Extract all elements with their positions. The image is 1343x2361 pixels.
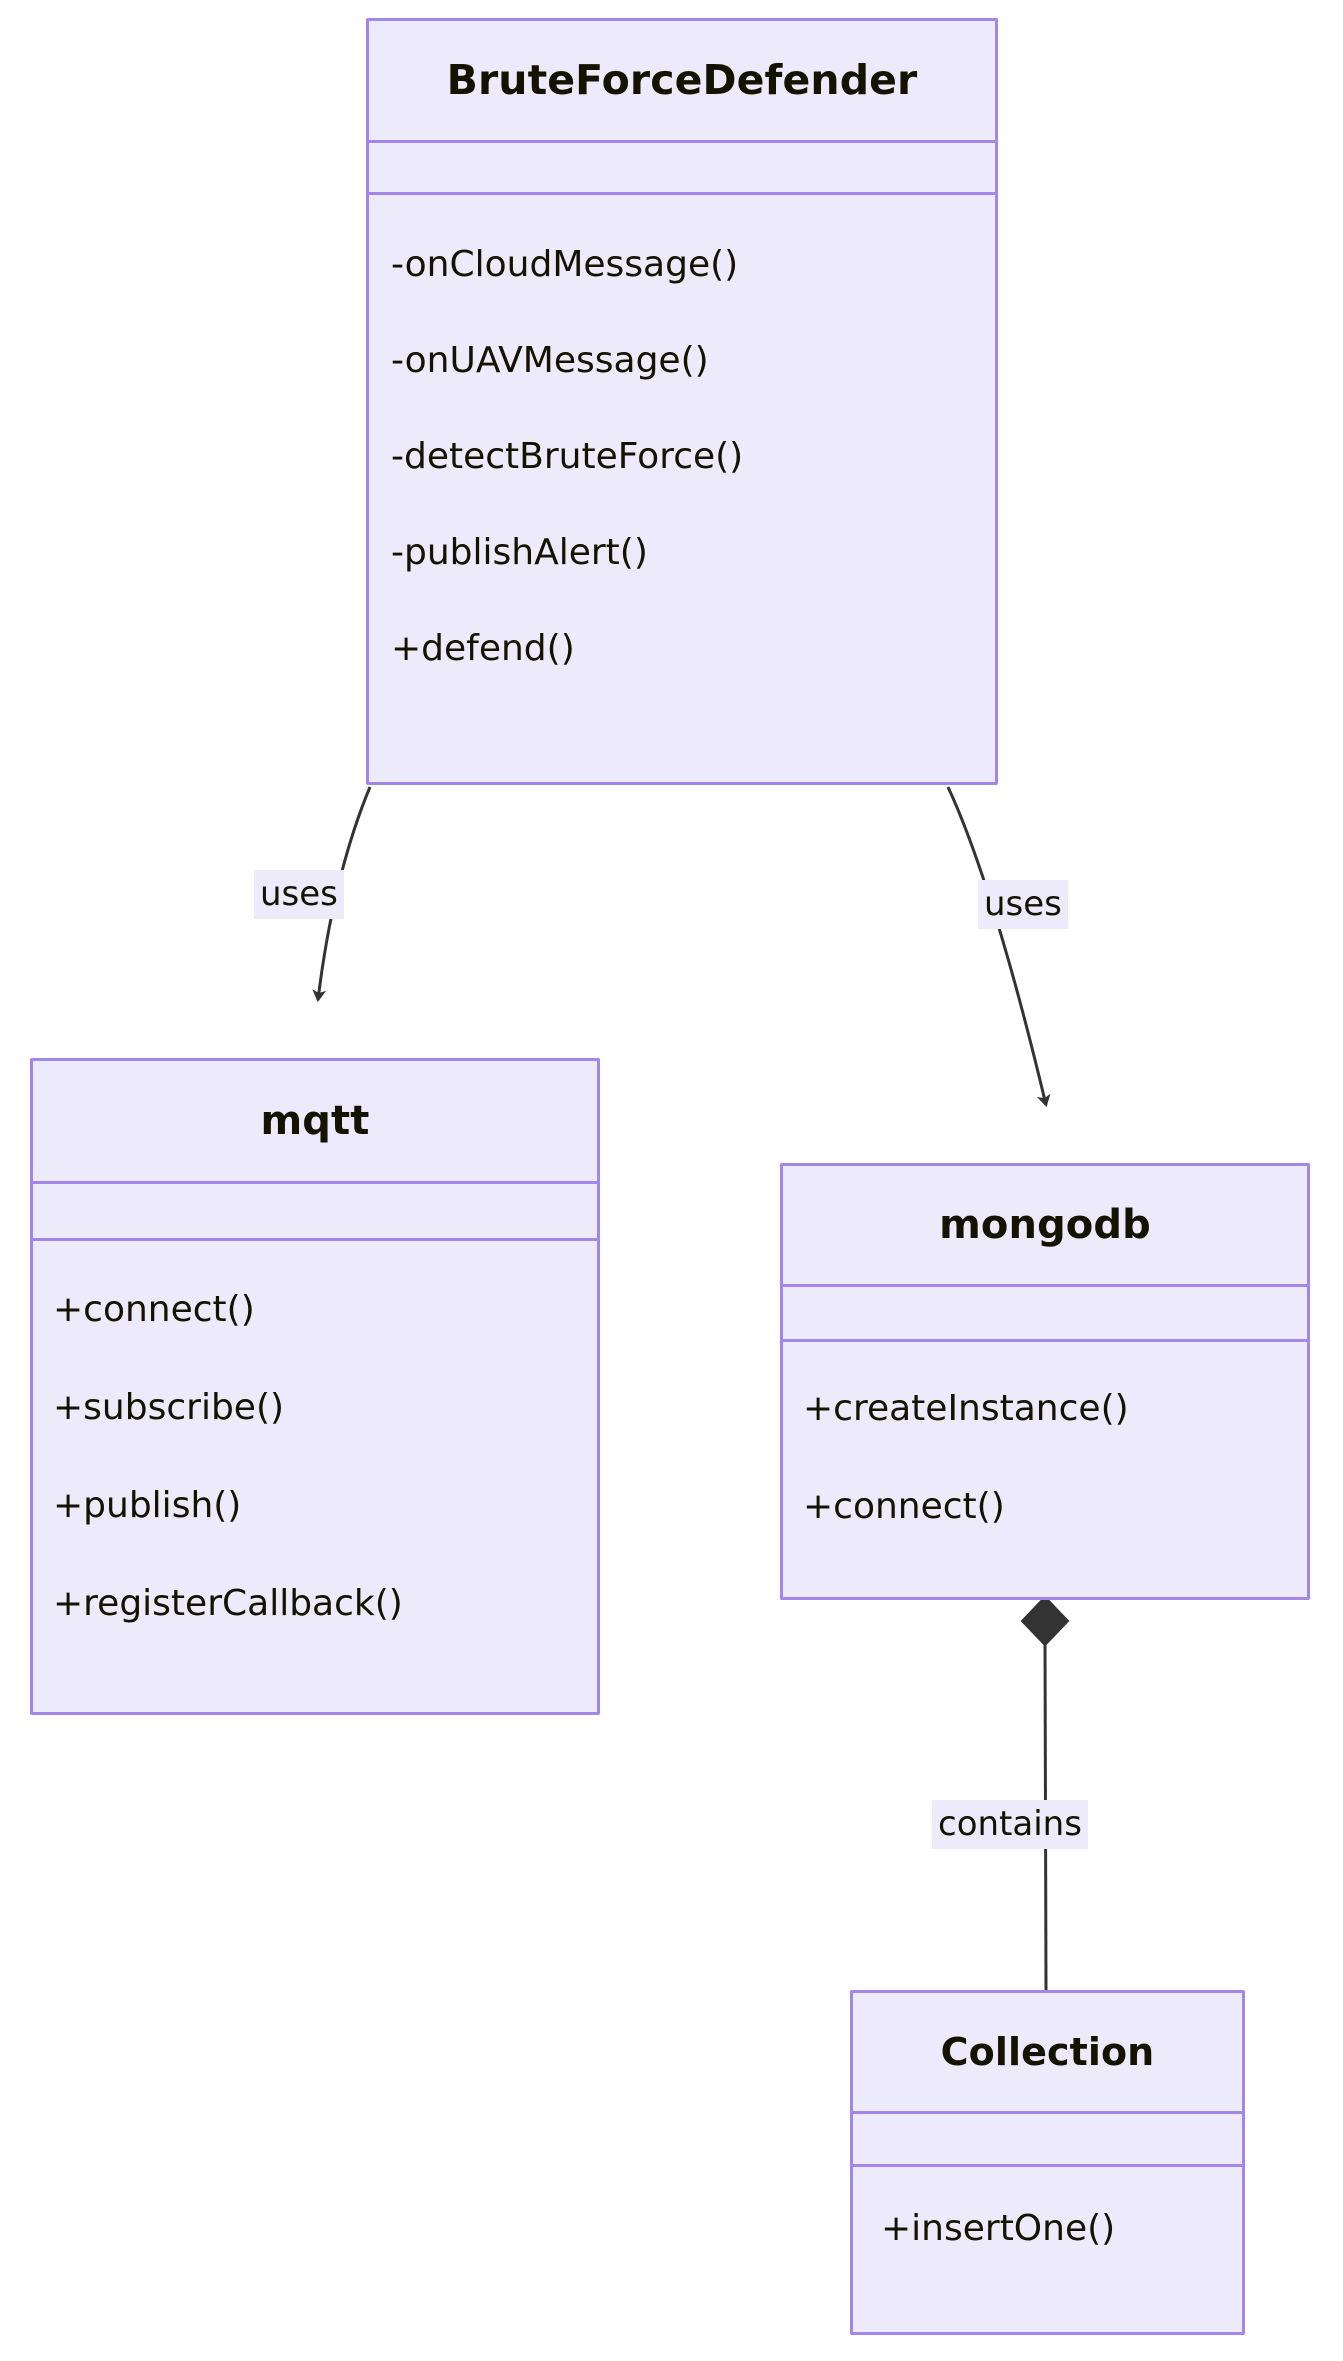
- section-divider: [783, 1284, 1307, 1287]
- class-method: +createInstance(): [803, 1388, 1129, 1429]
- class-methods-mqtt: +connect() +subscribe() +publish() +regi…: [33, 1241, 597, 1667]
- class-node-mqtt[interactable]: mqtt +connect() +subscribe() +publish() …: [30, 1058, 600, 1715]
- class-title-bruteforcedefender: BruteForceDefender: [446, 56, 918, 104]
- section-divider: [369, 140, 995, 143]
- class-method: +connect(): [53, 1289, 255, 1330]
- class-methods-bruteforcedefender: -onCloudMessage() -onUAVMessage() -detec…: [369, 195, 995, 711]
- class-method: +connect(): [803, 1486, 1005, 1527]
- class-method: -detectBruteForce(): [391, 436, 744, 477]
- section-divider: [783, 1339, 1307, 1342]
- class-attributes-bruteforcedefender: [369, 143, 995, 192]
- section-divider: [33, 1238, 597, 1241]
- class-method: -publishAlert(): [391, 532, 648, 573]
- class-attributes-mongodb: [783, 1287, 1307, 1339]
- class-method: -onCloudMessage(): [391, 244, 739, 285]
- class-method: +defend(): [391, 628, 575, 669]
- class-title-mongodb: mongodb: [939, 1202, 1151, 1248]
- class-node-bruteforcedefender[interactable]: BruteForceDefender -onCloudMessage() -on…: [366, 18, 998, 785]
- composition-diamond-icon: [1020, 1595, 1070, 1647]
- class-node-mongodb[interactable]: mongodb +createInstance() +connect(): [780, 1163, 1310, 1600]
- class-method: -onUAVMessage(): [391, 340, 709, 381]
- class-node-collection[interactable]: Collection +insertOne(): [850, 1990, 1245, 2335]
- class-attributes-mqtt: [33, 1184, 597, 1238]
- section-divider: [853, 2164, 1242, 2167]
- edge-label-uses-mongodb: uses: [978, 880, 1068, 929]
- class-method: +publish(): [53, 1485, 242, 1526]
- class-method: +subscribe(): [53, 1387, 285, 1428]
- class-method: +insertOne(): [881, 2208, 1116, 2249]
- section-divider: [853, 2111, 1242, 2114]
- class-method: +registerCallback(): [53, 1583, 403, 1624]
- edge-uses-mongodb: [946, 786, 1051, 1107]
- edge-label-uses-mqtt: uses: [254, 870, 344, 919]
- section-divider: [33, 1181, 597, 1184]
- class-title-collection: Collection: [940, 2030, 1155, 2074]
- edge-label-contains: contains: [932, 1800, 1088, 1849]
- section-divider: [369, 192, 995, 195]
- class-title-mqtt: mqtt: [260, 1098, 370, 1144]
- class-methods-collection: +insertOne(): [853, 2167, 1242, 2289]
- class-methods-mongodb: +createInstance() +connect(): [783, 1342, 1307, 1570]
- class-attributes-collection: [853, 2114, 1242, 2164]
